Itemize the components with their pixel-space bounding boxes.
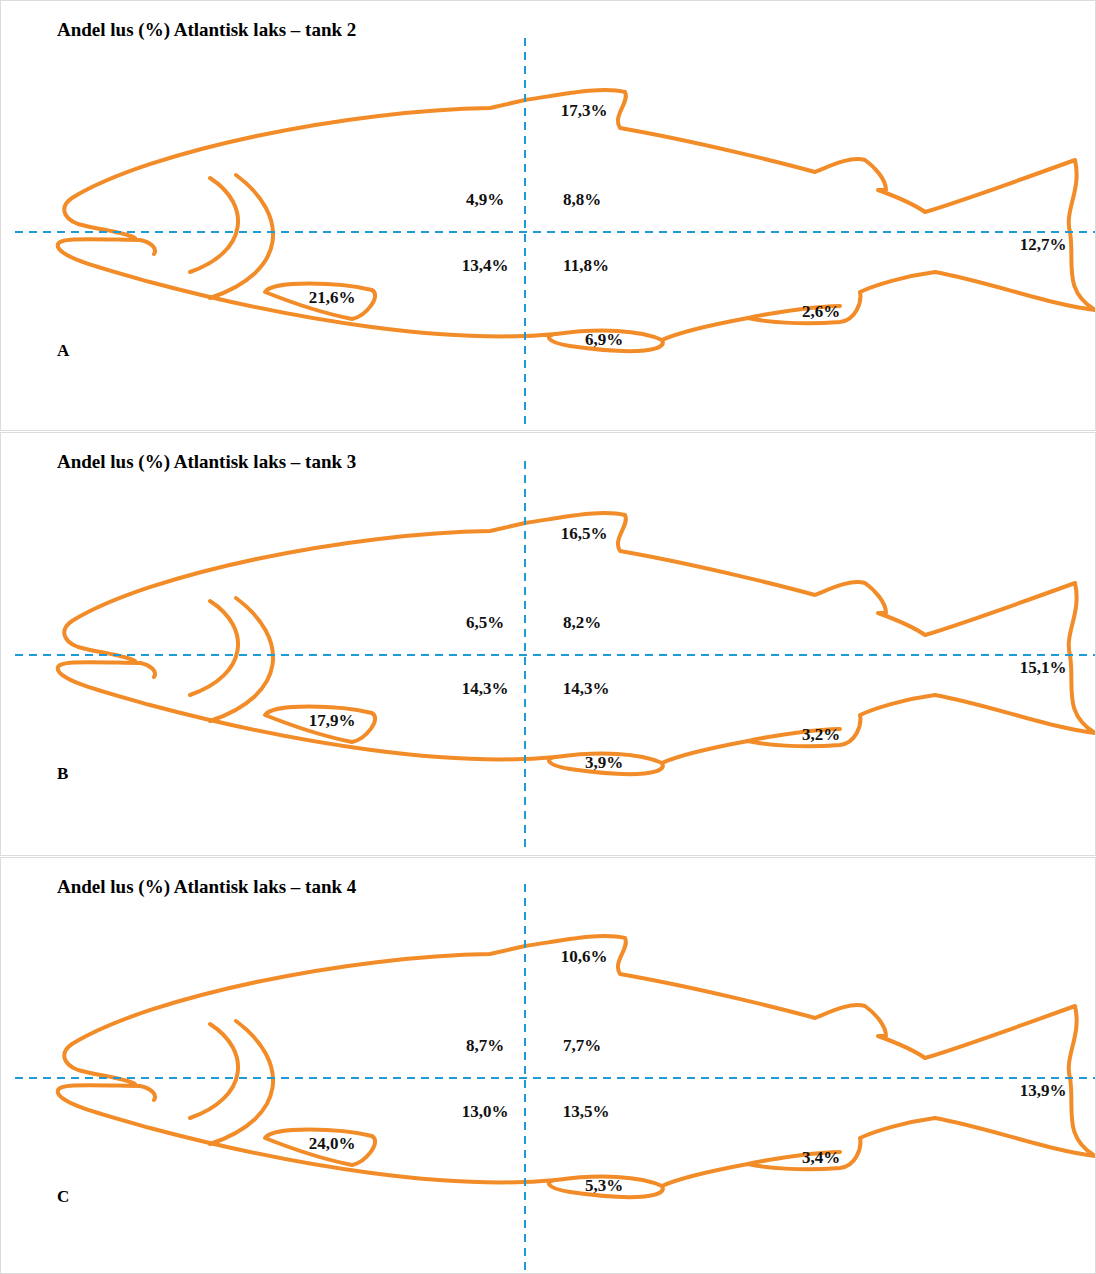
lice-percentage: 7,7% [562, 1037, 602, 1056]
panel-title: Andel lus (%) Atlantisk laks – tank 4 [57, 876, 356, 898]
lice-percentage: 4,9% [465, 191, 505, 210]
lice-percentage: 13,4% [461, 257, 510, 276]
lice-percentage: 5,3% [584, 1177, 624, 1196]
lice-percentage: 13,5% [562, 1103, 611, 1122]
lice-percentage: 10,6% [560, 948, 609, 967]
panel-band: Andel lus (%) Atlantisk laks – tank 4 C [0, 857, 1096, 1274]
lice-percentage: 12,7% [1019, 236, 1068, 255]
panel-letter: B [57, 764, 68, 784]
panel-letter: C [57, 1187, 69, 1207]
lice-percentage: 15,1% [1019, 659, 1068, 678]
lice-percentage: 13,9% [1019, 1082, 1068, 1101]
panel-title: Andel lus (%) Atlantisk laks – tank 2 [57, 19, 356, 41]
lice-percentage: 16,5% [560, 525, 609, 544]
lice-percentage: 21,6% [308, 289, 357, 308]
lice-percentage: 11,8% [562, 257, 610, 276]
panel-band: Andel lus (%) Atlantisk laks – tank 3 B [0, 432, 1096, 856]
panel-title: Andel lus (%) Atlantisk laks – tank 3 [57, 451, 356, 473]
panel-letter: A [57, 341, 69, 361]
lice-percentage: 3,9% [584, 754, 624, 773]
lice-percentage: 8,7% [465, 1037, 505, 1056]
lice-percentage: 3,4% [801, 1149, 841, 1168]
lice-percentage: 17,3% [560, 102, 609, 121]
lice-percentage: 6,9% [584, 331, 624, 350]
lice-percentage: 17,9% [308, 712, 357, 731]
lice-percentage: 8,2% [562, 614, 602, 633]
lice-percentage: 2,6% [801, 303, 841, 322]
lice-percentage: 14,3% [562, 680, 611, 699]
lice-percentage: 3,2% [801, 726, 841, 745]
lice-percentage: 8,8% [562, 191, 602, 210]
lice-percentage: 6,5% [465, 614, 505, 633]
lice-percentage: 13,0% [461, 1103, 510, 1122]
lice-percentage: 24,0% [308, 1135, 357, 1154]
lice-percentage: 14,3% [461, 680, 510, 699]
panel-band: Andel lus (%) Atlantisk laks – tank 2 A [0, 0, 1096, 431]
